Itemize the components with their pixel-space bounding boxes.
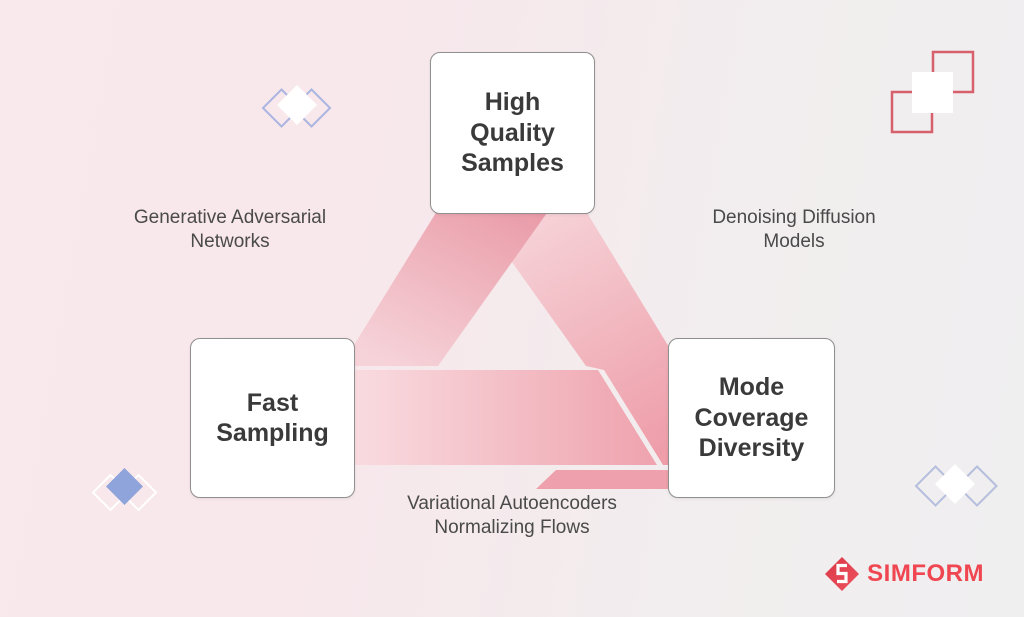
edge-label-denoising-diffusion-models: Denoising Diffusion Models (712, 207, 876, 252)
node-label: Mode Coverage Diversity (694, 373, 809, 463)
node-label: Fast Sampling (216, 388, 329, 448)
edge-label-variational-autoencoders-normalizing-flows: Variational Autoencoders Normalizing Flo… (407, 493, 617, 538)
simform-logo-text: SIMFORM (867, 560, 984, 587)
ribbon-bottom-band (274, 370, 657, 465)
node-mode-coverage-diversity: Mode Coverage Diversity (668, 338, 835, 498)
deco-diamonds-top-left (261, 85, 332, 128)
simform-logo-icon (825, 557, 860, 591)
deco-squares-top-right (890, 50, 975, 134)
deco-diamonds-bottom-left (91, 468, 158, 512)
deco-diamonds-bottom-right (914, 464, 998, 507)
node-fast-sampling: Fast Sampling (190, 338, 355, 498)
simform-logo: SIMFORM (824, 556, 984, 592)
node-high-quality-samples: High Quality Samples (430, 52, 595, 214)
edge-label-generative-adversarial-networks: Generative Adversarial Networks (133, 207, 327, 252)
node-label: High Quality Samples (461, 88, 564, 178)
